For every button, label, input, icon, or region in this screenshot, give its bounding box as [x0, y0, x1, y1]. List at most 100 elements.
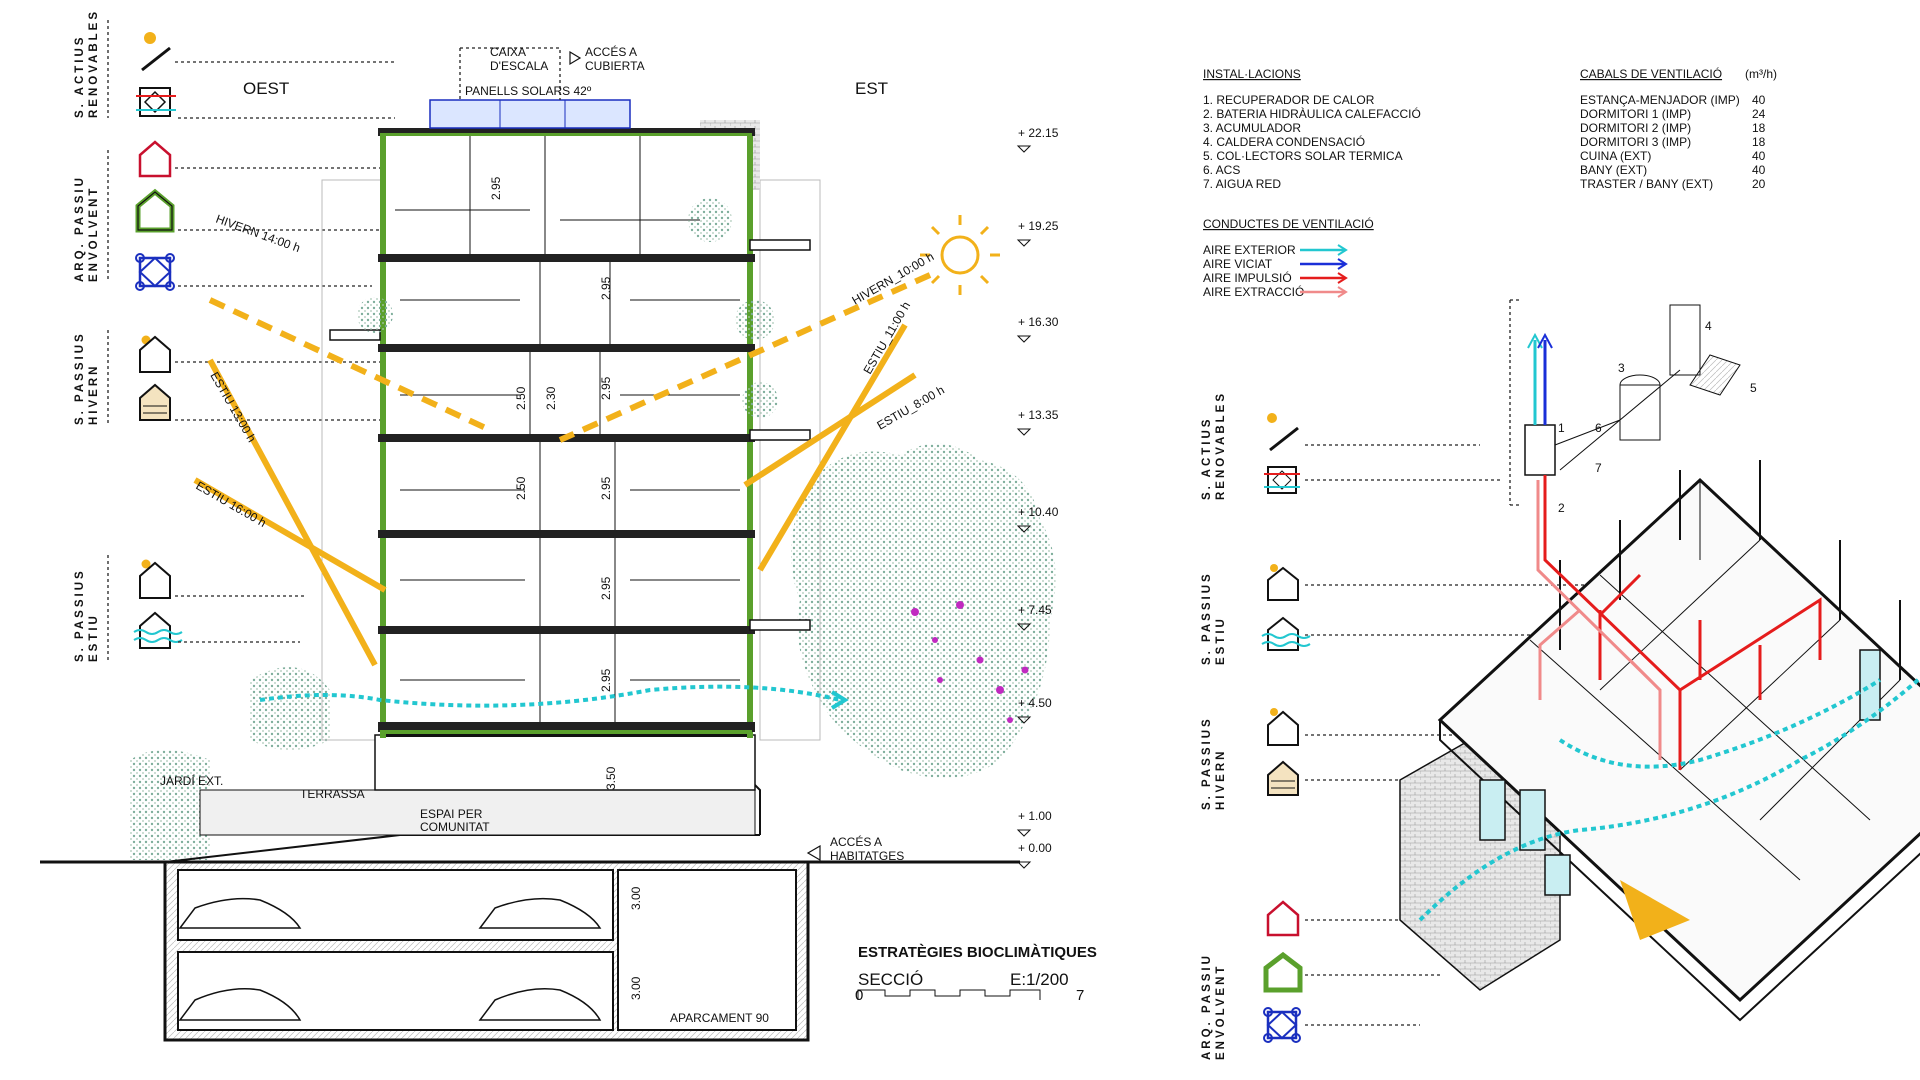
- level-1925: + 19.25: [1018, 219, 1059, 233]
- flow-room: CUINA (EXT): [1580, 149, 1651, 163]
- flow-value: 18: [1752, 135, 1766, 149]
- tree-canopy-east: [791, 443, 1056, 778]
- level-2215: + 22.15: [1018, 126, 1059, 140]
- level-1335: + 13.35: [1018, 408, 1059, 422]
- installation-item: 7. AIGUA RED: [1203, 177, 1281, 191]
- svg-text:2.95: 2.95: [599, 576, 613, 600]
- sun-panel-icon: [141, 32, 171, 72]
- strategy-label-r: ESTIU: [1215, 616, 1227, 665]
- ventilation-flows-table: CABALS DE VENTILACIÓ (m³/h) ESTANÇA-MENJ…: [1580, 66, 1777, 191]
- sun-house-icon-r: [1267, 708, 1299, 746]
- cross-ventilation-arrow: [259, 684, 841, 708]
- duct-label: AIRE IMPULSIÓ: [1203, 270, 1292, 285]
- svg-text:0: 0: [855, 987, 863, 1004]
- installation-item: 6. ACS: [1203, 163, 1240, 177]
- strategy-label-envolvent-2: ENVOLVENT: [88, 186, 100, 282]
- flow-room: DORMITORI 2 (IMP): [1580, 121, 1691, 135]
- flow-value: 40: [1752, 93, 1766, 107]
- equipment-numbers: 1 2 3 4 5 6 7: [1558, 319, 1757, 515]
- ray-estiu-11: [757, 323, 908, 572]
- structure-icon: [135, 253, 175, 291]
- level-000: + 0.00: [1018, 841, 1052, 855]
- flow-room: ESTANÇA-MENJADOR (IMP): [1580, 93, 1740, 107]
- sun-house-icon: [139, 335, 171, 373]
- strategy-label-hivern-2: HIVERN: [88, 364, 100, 425]
- label-espai-2: COMUNITAT: [420, 820, 490, 834]
- strategy-label-actius-1: S. ACTIUS: [74, 35, 86, 118]
- flow-room: DORMITORI 3 (IMP): [1580, 135, 1691, 149]
- duct-label: AIRE VICIAT: [1203, 257, 1273, 271]
- ducts-title: CONDUCTES DE VENTILACIÓ: [1203, 216, 1374, 231]
- level-1630: + 16.30: [1018, 315, 1059, 329]
- level-markers: + 22.15 + 19.25 + 16.30 + 13.35 + 10.40 …: [1016, 126, 1059, 869]
- summer-sun-house-icon-r: [1267, 564, 1299, 601]
- label-caixa-2: D'ESCALA: [490, 59, 548, 73]
- cross-ventilation-icon-r: [1261, 616, 1311, 651]
- label-estiu-8: ESTIU_8:00 h: [875, 383, 947, 433]
- svg-text:3.50: 3.50: [604, 766, 618, 790]
- flow-room: BANY (EXT): [1580, 163, 1647, 177]
- flows-title: CABALS DE VENTILACIÓ: [1580, 66, 1722, 81]
- axonometric-apartment: 1 2 3 4 5 6 7: [1399, 299, 1920, 1022]
- strategy-label-r: ENVOLVENT: [1215, 964, 1227, 1060]
- svg-text:2.95: 2.95: [599, 476, 613, 500]
- flows-unit: (m³/h): [1745, 67, 1777, 81]
- svg-text:7: 7: [1076, 987, 1084, 1004]
- svg-text:3.00: 3.00: [629, 976, 643, 1000]
- thermal-mass-icon-r: [1267, 760, 1299, 796]
- strategy-label-estiu-1: S. PASSIUS: [74, 568, 86, 662]
- level-450: + 4.50: [1018, 696, 1052, 710]
- strategy-label-r: RENOVABLES: [1215, 391, 1227, 500]
- strategy-label-r: S. PASSIUS: [1201, 716, 1213, 810]
- label-acces-cubierta-1: ACCÉS A: [585, 44, 637, 59]
- installation-item: 5. COL·LECTORS SOLAR TERMICA: [1203, 149, 1403, 163]
- strategy-label-actius-2: RENOVABLES: [88, 9, 100, 118]
- house-green-icon-r: [1263, 951, 1303, 993]
- equipment-number: 7: [1595, 461, 1602, 475]
- strategy-label-r: S. PASSIUS: [1201, 571, 1213, 665]
- balconies: [329, 239, 811, 631]
- flow-room: TRASTER / BANY (EXT): [1580, 177, 1713, 191]
- dimension-labels: 2.95 2.95 2.50 2.30 2.95 2.50 2.95 2.95 …: [489, 176, 643, 1000]
- solar-panels: [429, 99, 631, 129]
- title: ESTRATÈGIES BIOCLIMÀTIQUES: [858, 944, 1097, 961]
- svg-text:2.95: 2.95: [599, 668, 613, 692]
- house-red-icon: [138, 140, 172, 178]
- summer-sun-house-icon: [139, 559, 171, 599]
- svg-text:3.00: 3.00: [629, 886, 643, 910]
- duct-label: AIRE EXTERIOR: [1203, 243, 1296, 257]
- svg-text:2.50: 2.50: [514, 386, 528, 410]
- level-100: + 1.00: [1018, 809, 1052, 823]
- ducts-legend: CONDUCTES DE VENTILACIÓ AIRE EXTERIOR AI…: [1203, 216, 1374, 299]
- garden-vegetation: [130, 750, 210, 860]
- strategy-label-r: ARQ. PASSIU: [1201, 953, 1213, 1060]
- ray-hivern-10: [558, 272, 932, 443]
- building-envelope: [381, 128, 752, 737]
- svg-text:2.95: 2.95: [489, 176, 503, 200]
- label-acces-hab-1: ACCÉS A: [830, 834, 882, 849]
- installation-item: 3. ACUMULADOR: [1203, 121, 1301, 135]
- svg-text:2.95: 2.95: [599, 276, 613, 300]
- strategy-label-r: HIVERN: [1215, 749, 1227, 810]
- label-panells: PANELLS SOLARS 42º: [465, 84, 592, 98]
- equipment-number: 6: [1595, 421, 1602, 435]
- svg-text:2.95: 2.95: [599, 376, 613, 400]
- installations-title: INSTAL·LACIONS: [1203, 67, 1301, 81]
- label-terrassa: TERRASSA: [300, 787, 365, 801]
- flow-value: 18: [1752, 121, 1766, 135]
- flow-value: 24: [1752, 107, 1766, 121]
- house-red-icon-r: [1266, 900, 1300, 937]
- equipment-number: 3: [1618, 361, 1625, 375]
- ray-estiu-13: [207, 358, 378, 667]
- installations-legend: INSTAL·LACIONS 1. RECUPERADOR DE CALOR 2…: [1203, 67, 1421, 191]
- label-estiu-16: ESTIU 16:00 h: [194, 478, 269, 529]
- installation-item: 2. BATERIA HIDRÀULICA CALEFACCIÓ: [1203, 106, 1421, 121]
- equipment-number: 5: [1750, 381, 1757, 395]
- heat-exchanger-icon-r: [1264, 466, 1300, 494]
- structure-icon-r: [1263, 1007, 1301, 1043]
- orientation-west: OEST: [243, 79, 289, 98]
- label-aparcament: APARCAMENT 90: [670, 1011, 769, 1025]
- installation-item: 4. CALDERA CONDENSACIÓ: [1203, 134, 1365, 149]
- strategy-label-hivern-1: S. PASSIUS: [74, 331, 86, 425]
- label-estiu-11: ESTIU_11:00 h: [860, 299, 913, 376]
